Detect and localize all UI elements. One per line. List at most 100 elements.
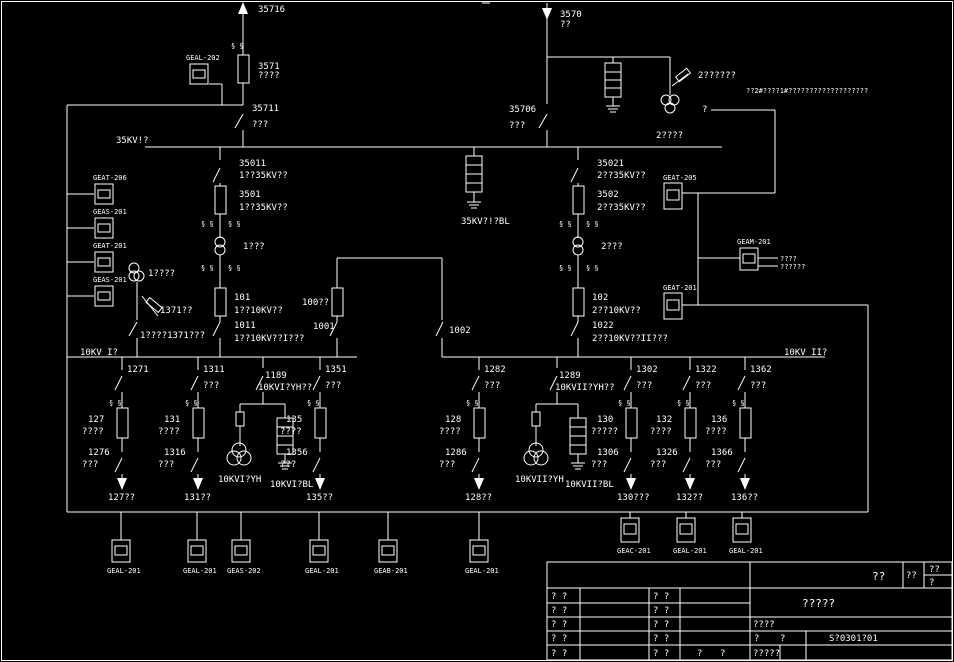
svg-text:2??????: 2?????? <box>698 71 736 81</box>
device-label: GEAL-201 <box>729 547 763 555</box>
arrow-up-icon <box>238 2 248 14</box>
label-101: 101 <box>234 293 250 303</box>
note-1306: ??? <box>591 460 607 470</box>
out-127: 127?? <box>108 493 135 503</box>
transformer-2-branch: § § § § § § § § 35021 2??35KV?? 3502 2??… <box>559 147 668 357</box>
device-label: GEAL-201 <box>107 567 141 575</box>
device-box: GEAC-201 <box>617 517 651 555</box>
ct-symbol-icon: § § <box>109 399 122 407</box>
feeder-136: § §1362???136????1366???136?? <box>705 357 772 503</box>
note-1366: ??? <box>705 460 721 470</box>
label-35711: 35711 <box>252 104 279 114</box>
svg-text:§ §: § § <box>228 220 241 228</box>
svg-text:1???: 1??? <box>243 242 265 252</box>
arrow-down-icon <box>542 8 552 20</box>
label-1366: 1366 <box>711 448 733 458</box>
label-3571: 3571 <box>258 62 280 72</box>
label-1316: 1316 <box>164 448 186 458</box>
svg-text:? ?: ? ? <box>551 649 567 659</box>
label-1322: 1322 <box>695 365 717 375</box>
svg-text:GEAL-202: GEAL-202 <box>186 54 220 62</box>
label-130: 130 <box>597 415 613 425</box>
label-3501: 3501 <box>239 190 261 200</box>
feeder-128: § §1282???128????1286???128?? <box>439 357 506 503</box>
feeder-135: § §1351???135????1356???135?? <box>280 357 347 503</box>
device-box: GEAL-201 <box>729 517 763 555</box>
svg-text:2??35KV??: 2??35KV?? <box>597 203 646 213</box>
svg-text:? ?: ? ? <box>551 634 567 644</box>
svg-text:§ §: § § <box>201 220 214 228</box>
device-box: GEAL-201 <box>673 517 707 555</box>
note-128: ???? <box>439 427 461 437</box>
svg-text:GEAT-205: GEAT-205 <box>663 174 697 182</box>
svg-text:? ?: ? ? <box>653 634 669 644</box>
pt-10kv-i: 1189 10KVI?YH?? 10KVI?YH 10KVI?BL <box>218 357 313 490</box>
note-132: ???? <box>650 427 672 437</box>
note-1282: ??? <box>484 381 500 391</box>
device-label: GEAL-201 <box>305 567 339 575</box>
svg-text:? ?: ? ? <box>653 592 669 602</box>
arrow-down-icon <box>626 478 636 490</box>
arrow-down-icon <box>117 478 127 490</box>
label-1002: 1002 <box>449 326 471 336</box>
svg-text:1??35KV??: 1??35KV?? <box>239 171 288 181</box>
svg-text:?: ? <box>720 649 725 659</box>
svg-text:??: ?? <box>929 565 940 575</box>
left-device-column: GEAT-206 GEAS-201 GEAT-201 GEAS-201 <box>67 174 127 307</box>
svg-text:? ?: ? ? <box>653 620 669 630</box>
label-1306: 1306 <box>597 448 619 458</box>
note-1326: ??? <box>650 460 666 470</box>
svg-text:10KVII?YH: 10KVII?YH <box>515 475 564 485</box>
svg-text:GEAM-201: GEAM-201 <box>737 238 771 246</box>
note-1322: ??? <box>695 381 711 391</box>
svg-text:1289: 1289 <box>559 371 581 381</box>
label-3502: 3502 <box>597 190 619 200</box>
svg-text:?: ? <box>702 105 707 115</box>
svg-text:§ §: § § <box>559 220 572 228</box>
transformer-1-branch: § § § § § § § § 35011 1??35KV?? 3501 1??… <box>201 147 304 357</box>
label-1276: 1276 <box>88 448 110 458</box>
arrow-down-icon <box>740 478 750 490</box>
device-geal-202: GEAL-202 <box>186 54 220 85</box>
svg-text:?????: ????? <box>753 649 780 659</box>
device-box: GEAL-201 <box>107 539 141 575</box>
device-label: GEAL-201 <box>183 567 217 575</box>
note-1316: ??? <box>158 460 174 470</box>
label-1271: 1271 <box>127 365 149 375</box>
note-1311: ??? <box>203 381 219 391</box>
note-1351: ??? <box>325 381 341 391</box>
label-135: 135 <box>286 415 302 425</box>
svg-text:1??10KV??: 1??10KV?? <box>234 306 283 316</box>
out-128: 128?? <box>465 493 492 503</box>
svg-text:?: ? <box>697 649 702 659</box>
label-102: 102 <box>592 293 608 303</box>
label-35716: 35716 <box>258 5 285 15</box>
label-127: 127 <box>88 415 104 425</box>
svg-text:?: ? <box>929 578 934 588</box>
svg-text:2??10KV??II???: 2??10KV??II??? <box>592 334 668 344</box>
device-box: GEAL-201 <box>183 539 217 575</box>
label-1001: 1001 <box>313 322 335 332</box>
svg-text:????: ???? <box>753 620 775 630</box>
label-1282: 1282 <box>484 365 506 375</box>
svg-text:??: ?? <box>906 571 917 581</box>
svg-text:?: ? <box>780 634 785 644</box>
svg-text:§ §: § § <box>201 264 214 272</box>
note-1362: ??? <box>750 381 766 391</box>
feeders-10kv-right: § §1282???128????1286???128??§ §1302???1… <box>439 357 772 503</box>
svg-text:10KVI?BL: 10KVI?BL <box>270 480 313 490</box>
label-35021: 35021 <box>597 159 624 169</box>
note-131: ???? <box>158 427 180 437</box>
drawing-number: S?0301?01 <box>829 634 878 644</box>
ct-symbol-icon: § § <box>677 399 690 407</box>
svg-text:§ §: § § <box>586 264 599 272</box>
ct-symbol-icon: § § <box>732 399 745 407</box>
annotation-note: ??2#????1#??????????????????? <box>746 87 868 95</box>
svg-text:1????1371???: 1????1371??? <box>140 331 205 341</box>
out-132: 132?? <box>676 493 703 503</box>
arrow-down-icon <box>685 478 695 490</box>
device-box: GEAS-202 <box>227 539 261 575</box>
note-1356: ??? <box>280 460 296 470</box>
